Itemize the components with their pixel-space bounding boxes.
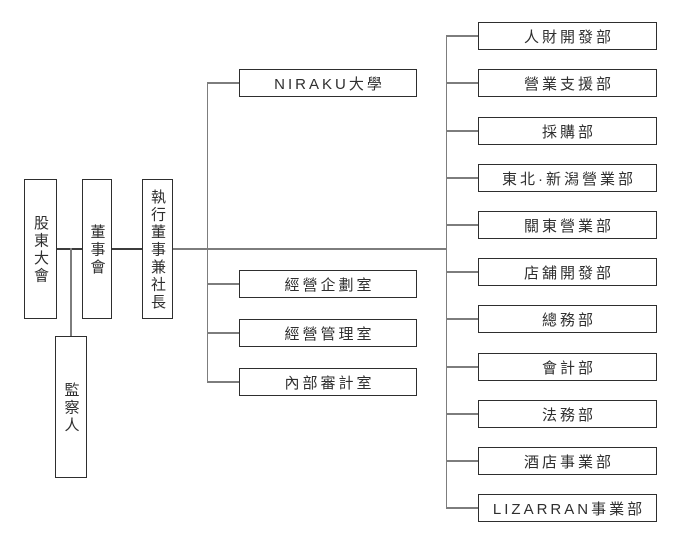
shareholders-meeting-label: 股東大會 (32, 215, 49, 285)
connector-line (446, 507, 478, 509)
connector-line (446, 460, 478, 462)
connector-line (446, 130, 478, 132)
hotel-business-dept-box: 酒店事業部 (478, 447, 657, 475)
tohoku-niigata-sales-dept-box: 東北·新潟營業部 (478, 164, 657, 192)
store-development-dept-label: 店舖開發部 (523, 264, 614, 282)
internal-audit-office-label: 內部審計室 (284, 374, 375, 392)
sales-support-dept-label: 營業支援部 (523, 75, 614, 93)
board-of-directors-box: 董事會 (82, 179, 112, 319)
connector-line (446, 82, 478, 84)
connector-line (207, 381, 240, 383)
accounting-dept-label: 會計部 (541, 359, 596, 377)
lizarran-business-dept-label: LIZARRAN事業部 (492, 500, 646, 518)
connector-line (173, 248, 447, 250)
executive-director-president-label: 執行董事兼社長 (149, 188, 166, 312)
supervisor-label: 監察人 (62, 381, 80, 435)
connector-line (206, 82, 208, 383)
connector-line (446, 177, 478, 179)
kanto-sales-dept-label: 關東營業部 (523, 217, 614, 235)
niraku-university-box: NIRAKU大學 (239, 69, 417, 97)
kanto-sales-dept-box: 關東營業部 (478, 211, 657, 239)
human-resources-development-dept-label: 人財開發部 (523, 28, 614, 46)
connector-line (57, 248, 82, 250)
legal-dept-box: 法務部 (478, 400, 657, 428)
accounting-dept-box: 會計部 (478, 353, 657, 381)
management-administration-office-label: 經營管理室 (284, 325, 375, 343)
lizarran-business-dept-box: LIZARRAN事業部 (478, 494, 657, 522)
purchasing-dept-box: 採購部 (478, 117, 657, 145)
supervisor-box: 監察人 (55, 336, 87, 478)
connector-line (207, 283, 240, 285)
connector-line (70, 248, 72, 337)
general-affairs-dept-box: 總務部 (478, 305, 657, 333)
connector-line (446, 224, 478, 226)
connector-line (446, 366, 478, 368)
board-of-directors-label: 董事會 (88, 223, 106, 277)
connector-line (446, 413, 478, 415)
legal-dept-label: 法務部 (541, 406, 596, 424)
hotel-business-dept-label: 酒店事業部 (523, 453, 614, 471)
sales-support-dept-box: 營業支援部 (478, 69, 657, 97)
store-development-dept-box: 店舖開發部 (478, 258, 657, 286)
executive-director-president-box: 執行董事兼社長 (142, 179, 173, 319)
internal-audit-office-box: 內部審計室 (239, 368, 417, 396)
connector-line (446, 35, 478, 37)
tohoku-niigata-sales-dept-label: 東北·新潟營業部 (502, 170, 636, 188)
general-affairs-dept-label: 總務部 (541, 311, 596, 329)
connector-line (446, 271, 478, 273)
niraku-university-label: NIRAKU大學 (274, 75, 385, 93)
shareholders-meeting-box: 股東大會 (24, 179, 57, 319)
connector-line (207, 82, 240, 84)
management-administration-office-box: 經營管理室 (239, 319, 417, 347)
management-planning-office-box: 經營企劃室 (239, 270, 417, 298)
connector-line (446, 318, 478, 320)
human-resources-development-dept-box: 人財開發部 (478, 22, 657, 50)
connector-line (112, 248, 142, 250)
management-planning-office-label: 經營企劃室 (284, 276, 375, 294)
connector-line (207, 332, 240, 334)
purchasing-dept-label: 採購部 (541, 123, 596, 141)
